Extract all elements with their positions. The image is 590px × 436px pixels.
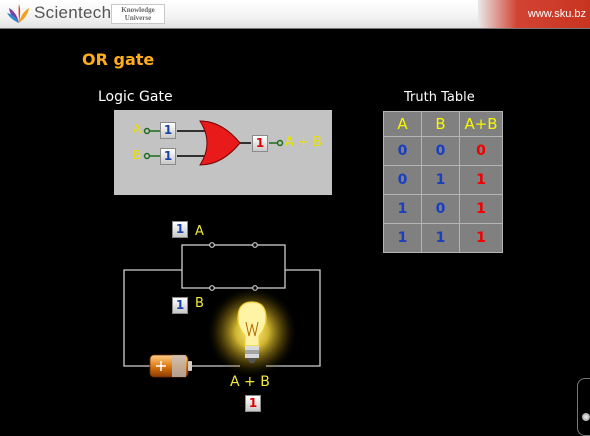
- truth-table-row: 1 1 1: [383, 223, 503, 253]
- truth-cell: 1: [421, 223, 460, 253]
- truth-table: A B A+B 0 0 0 0 1 1 1 0 1 1 1 1: [383, 111, 503, 253]
- gate-wiring: [143, 120, 284, 166]
- tagline-line-1: Knowledge: [121, 6, 155, 14]
- header-divider: [0, 28, 590, 29]
- truth-cell: 1: [383, 194, 422, 224]
- gate-input-a-toggle[interactable]: 1: [160, 122, 176, 139]
- gate-output-value: 1: [252, 135, 268, 152]
- gate-input-b-label: B: [133, 148, 142, 162]
- header-accent-band: www.sku.bz: [478, 0, 590, 28]
- truth-cell-output: 0: [459, 136, 503, 166]
- or-gate-symbol: [199, 120, 241, 166]
- tab-knob-icon: [582, 413, 590, 421]
- switch-a-label: A: [195, 224, 204, 239]
- truth-cell-output: 1: [459, 223, 503, 253]
- brand-tagline: Knowledge Universe: [111, 4, 165, 24]
- truth-cell: 0: [383, 165, 422, 195]
- switch-a: [209, 242, 258, 248]
- brand-name: Scientech: [34, 3, 112, 22]
- bulb-output-value: 1: [245, 395, 261, 412]
- logic-gate-heading: Logic Gate: [98, 89, 173, 105]
- switch-a-toggle[interactable]: 1: [172, 221, 188, 238]
- truth-cell: 1: [383, 223, 422, 253]
- truth-table-row: 0 1 1: [383, 165, 503, 195]
- truth-cell-output: 1: [459, 194, 503, 224]
- gate-input-b-toggle[interactable]: 1: [160, 148, 176, 165]
- gate-output-expression: A + B: [285, 135, 322, 150]
- truth-table-heading: Truth Table: [404, 90, 475, 105]
- truth-table-row: 1 0 1: [383, 194, 503, 224]
- switch-b-toggle[interactable]: 1: [172, 297, 188, 314]
- scientech-logo-icon: [7, 4, 29, 23]
- light-bulb-icon: [237, 301, 267, 363]
- site-url-link[interactable]: www.sku.bz: [527, 8, 586, 20]
- truth-cell: 0: [421, 136, 460, 166]
- truth-cell: 0: [383, 136, 422, 166]
- page-title: OR gate: [82, 50, 155, 69]
- truth-table-header-output: A+B: [459, 111, 503, 137]
- gate-input-a-label: A: [133, 122, 142, 136]
- battery-icon: [149, 354, 192, 378]
- switch-b-label: B: [195, 296, 204, 311]
- truth-table-header-row: A B A+B: [383, 111, 503, 137]
- bulb-expression: A + B: [230, 374, 270, 390]
- truth-cell-output: 1: [459, 165, 503, 195]
- tagline-line-2: Universe: [124, 14, 152, 22]
- side-panel-tab[interactable]: [577, 378, 590, 436]
- truth-table-header-b: B: [421, 111, 460, 137]
- logic-gate-panel: A 1 B 1 1 A + B: [114, 110, 332, 195]
- truth-table-header-a: A: [383, 111, 422, 137]
- app-header: Scientech Knowledge Universe www.sku.bz: [0, 0, 590, 28]
- truth-table-row: 0 0 0: [383, 136, 503, 166]
